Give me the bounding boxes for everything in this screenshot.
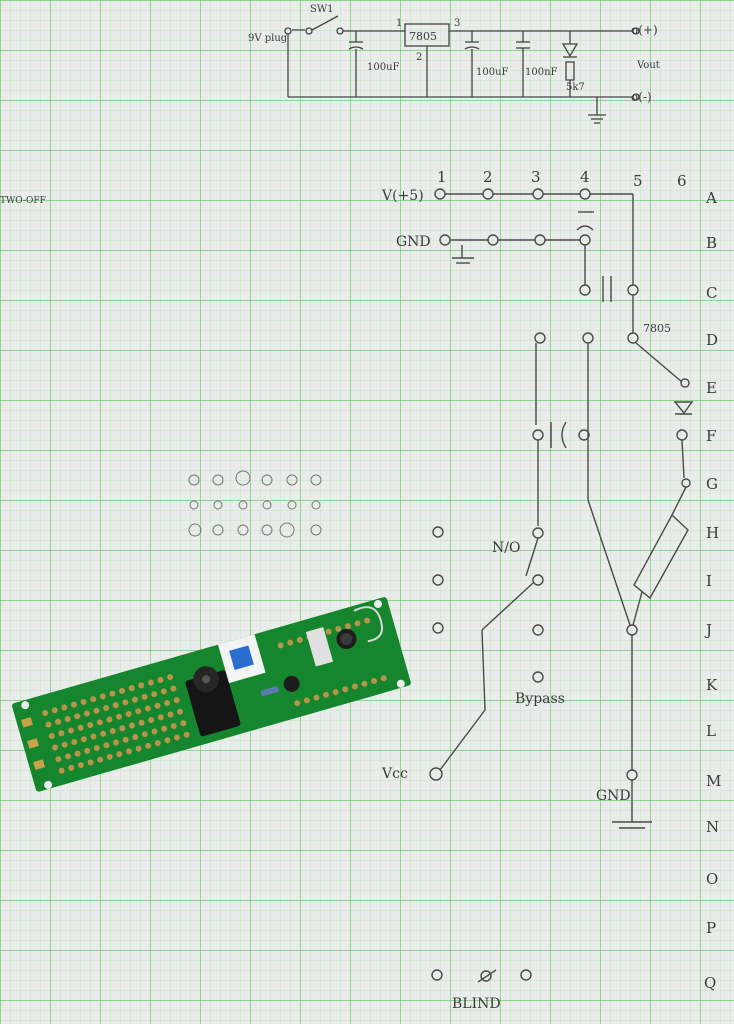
layout-drawing — [429, 188, 694, 983]
vcc-label: Vcc — [381, 766, 408, 782]
plus-terminal-label: o(+) — [631, 23, 658, 37]
row-label: I — [706, 572, 712, 590]
cap1-label: 100uF — [367, 62, 400, 73]
schematic — [284, 15, 640, 124]
voltage-regulator — [305, 626, 334, 667]
resistor — [260, 686, 279, 697]
row-labels: A B C D E F G H I J K L M N O P Q — [704, 189, 721, 992]
col-label: 3 — [531, 168, 541, 186]
pin3-label: 3 — [454, 18, 460, 29]
capacitor-small — [283, 675, 300, 692]
row-label: G — [706, 475, 718, 493]
plug-label: 9V plug — [248, 33, 288, 44]
bypass-label: Bypass — [515, 691, 565, 707]
pcb-pads — [42, 617, 387, 774]
cap2-label: 100uF — [476, 67, 509, 78]
col-label: 4 — [580, 168, 590, 186]
resistor-label: 5k7 — [566, 82, 585, 93]
blind-label: BLIND — [452, 996, 501, 1012]
col-label: 1 — [437, 168, 447, 186]
row-label: E — [706, 379, 717, 397]
row-label: F — [706, 427, 716, 445]
row-label: C — [706, 284, 717, 302]
row-label: O — [706, 870, 718, 888]
pin2-label: 2 — [416, 52, 422, 63]
row-label: D — [706, 331, 718, 349]
no-label: N/O — [492, 540, 520, 556]
sw1-label: SW1 — [310, 4, 334, 15]
pcb-board — [12, 597, 411, 792]
minus-terminal-label: o(-) — [631, 90, 652, 104]
col-label: 5 — [633, 172, 643, 190]
col-label: 2 — [483, 168, 493, 186]
row-label: L — [706, 722, 716, 740]
row-label: B — [706, 234, 717, 252]
row-label: K — [706, 676, 718, 694]
layout-labels: V(+5) GND 7805 N/O Bypass Vcc GND BLIND — [381, 188, 671, 1012]
row-label: M — [706, 772, 721, 790]
row-label: P — [706, 919, 716, 937]
schematic-labels: SW1 9V plug 7805 1 2 3 100uF 100uF 100nF… — [248, 4, 660, 104]
row-label: A — [705, 189, 717, 207]
col-label: 6 — [677, 172, 687, 190]
row-label: H — [706, 524, 719, 542]
reg-label: 7805 — [643, 322, 671, 335]
gnd2-label: GND — [596, 788, 631, 804]
regulator-label: 7805 — [409, 30, 437, 43]
row-label: J — [704, 621, 712, 639]
faint-sketch — [188, 470, 322, 538]
left-note: TWO-OFF — [0, 196, 46, 206]
row-label: N — [706, 818, 719, 836]
row-label: Q — [704, 974, 716, 992]
gnd-label: GND — [396, 234, 431, 250]
pin1-label: 1 — [396, 18, 402, 29]
column-labels: 1 2 3 4 5 6 — [437, 168, 687, 190]
vout-label: Vout — [636, 60, 660, 71]
v5-label: V(+5) — [381, 188, 424, 204]
cap3-label: 100nF — [525, 67, 558, 78]
